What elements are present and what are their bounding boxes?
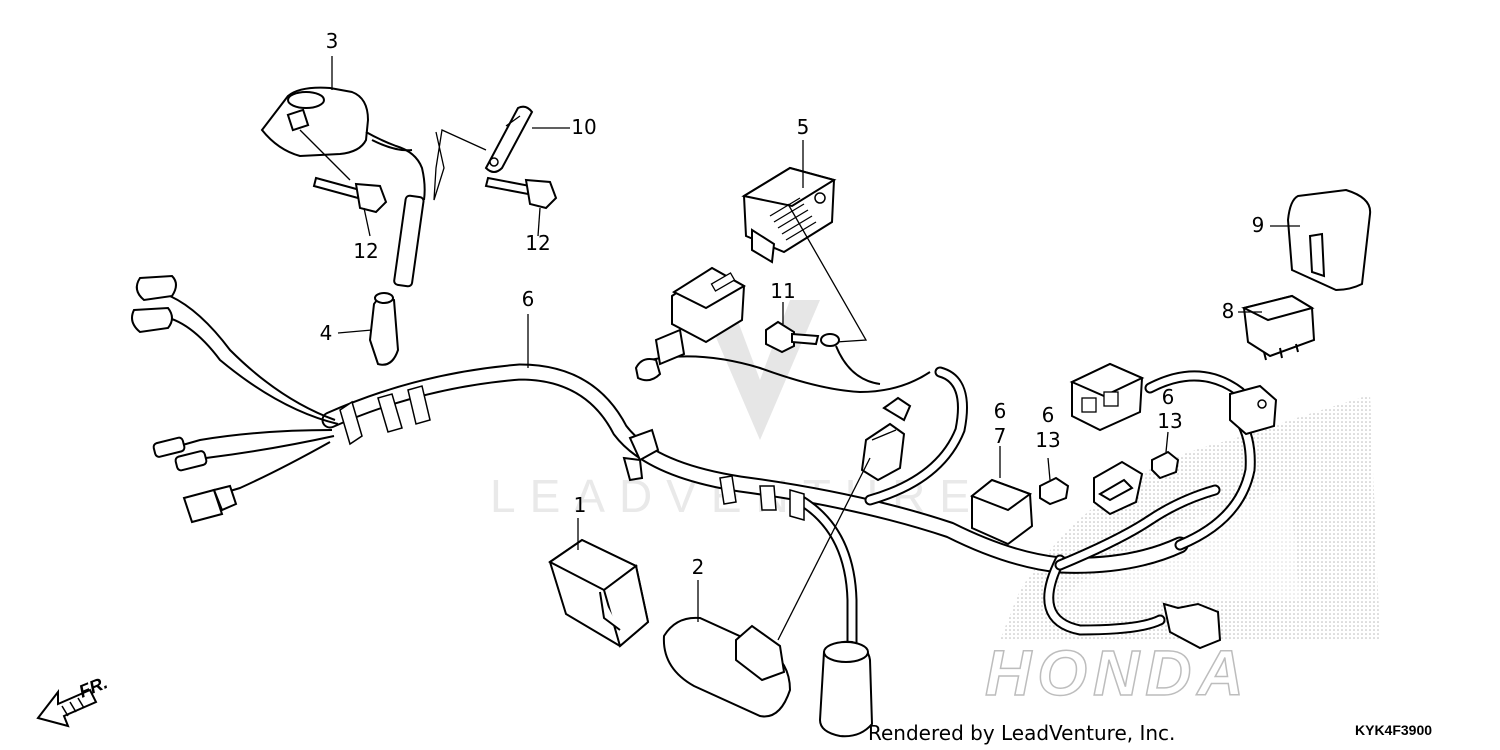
- ground-bolt[interactable]: [765, 320, 840, 354]
- coil-bolt[interactable]: [312, 176, 388, 214]
- harness-coupler-plug[interactable]: [634, 266, 747, 382]
- harness-coupler-mid[interactable]: [1093, 460, 1144, 516]
- front-label: FR.: [76, 672, 110, 701]
- ignition-coil[interactable]: [260, 86, 426, 288]
- fuse-box[interactable]: [1241, 294, 1316, 361]
- callout-10: 10: [571, 115, 596, 139]
- callout-leaders: [331, 56, 1300, 622]
- honda-logo-watermark: HONDA: [985, 637, 1250, 709]
- callout-13-right: 13: [1157, 409, 1182, 433]
- callout-3: 3: [326, 29, 339, 53]
- callouts: 1 2 3 4 5 6 6 6 6 7 8 9 10 11 12 12 13 1…: [320, 29, 1265, 579]
- callout-1: 1: [574, 493, 587, 517]
- cdi-unit[interactable]: [662, 616, 792, 718]
- harness-lower-connector[interactable]: [818, 640, 874, 738]
- fuse-box-cover[interactable]: [1286, 188, 1372, 292]
- callout-7: 7: [994, 424, 1007, 448]
- diagram-code: KYK4F3900: [1355, 722, 1432, 738]
- harness-stay[interactable]: [484, 105, 534, 173]
- callout-12-coil: 12: [353, 239, 378, 263]
- callout-6-diode-left: 6: [1042, 403, 1055, 427]
- callout-12-stay: 12: [525, 231, 550, 255]
- starter-relay[interactable]: [548, 538, 650, 648]
- callout-6-diode-right: 6: [1162, 385, 1175, 409]
- diode-right[interactable]: [1151, 450, 1180, 480]
- harness-coupler-upper[interactable]: [1229, 384, 1278, 436]
- turn-signal-relay[interactable]: [970, 478, 1034, 546]
- diode-left[interactable]: [1039, 476, 1070, 506]
- spark-plug-cap[interactable]: [368, 292, 400, 366]
- harness-coupler-small[interactable]: [860, 396, 912, 482]
- callout-9: 9: [1252, 213, 1265, 237]
- callout-8: 8: [1222, 299, 1235, 323]
- stay-bolt[interactable]: [484, 176, 558, 210]
- callout-13-left: 13: [1035, 428, 1060, 452]
- harness-coupler-right[interactable]: [1069, 362, 1145, 432]
- regulator-rectifier[interactable]: [741, 166, 837, 264]
- callout-2: 2: [692, 555, 705, 579]
- harness-end-connector[interactable]: [1162, 602, 1222, 650]
- footer-credit: Rendered by LeadVenture, Inc.: [868, 721, 1175, 745]
- callout-6-relay: 6: [994, 399, 1007, 423]
- callout-11: 11: [770, 279, 795, 303]
- main-wire-harness[interactable]: [159, 295, 1256, 666]
- callout-4: 4: [320, 321, 333, 345]
- callout-5: 5: [797, 115, 810, 139]
- front-direction-indicator: FR.: [36, 672, 110, 728]
- callout-6-main: 6: [522, 287, 535, 311]
- harness-terminal-connectors[interactable]: [131, 274, 238, 524]
